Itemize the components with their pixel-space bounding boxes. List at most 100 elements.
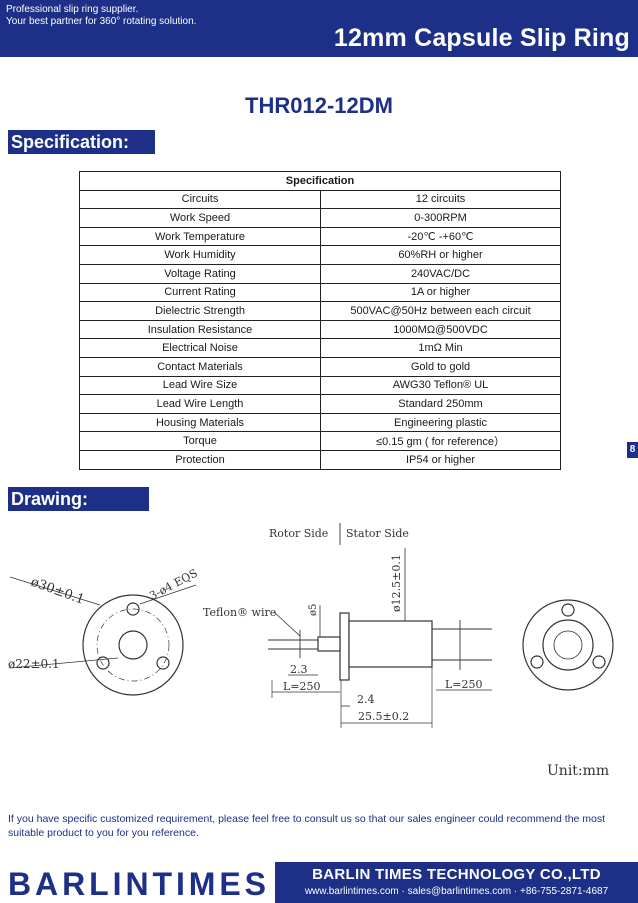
label-rotor-side: Rotor Side [269,527,328,540]
rear-hole-right [592,655,606,669]
spec-param: Lead Wire Size [79,375,321,396]
tagline-line-2: Your best partner for 360° rotating solu… [6,16,197,27]
spec-value: 500VAC@50Hz between each circuit [320,301,561,321]
spec-param: Torque [79,431,321,451]
rear-outer-circle [522,599,614,691]
spec-value: ≤0.15 gm ( for reference） [320,431,561,451]
spec-value: AWG30 Teflon® UL [320,375,561,396]
company-name: BARLIN TIMES TECHNOLOGY CO.,LTD [312,866,601,883]
model-number: THR012-12DM [245,93,393,118]
spec-value: 1000MΩ@500VDC [320,319,561,340]
rear-hole-left [530,655,544,669]
spec-value: 1mΩ Min [320,338,561,358]
spec-param: Protection [79,449,321,470]
mount-hole-right [156,656,170,670]
label-teflon-wire: Teflon® wire [203,606,276,619]
label-25-5: 25.5±0.2 [358,710,409,723]
label-d30: ø30±0.1 [29,575,87,608]
company-box: BARLIN TIMES TECHNOLOGY CO.,LTD www.barl… [275,862,638,903]
spec-value: Engineering plastic [320,412,561,433]
mount-hole-left [96,656,110,670]
spec-value: 1A or higher [320,282,561,303]
side-view [268,523,492,728]
spec-param: Lead Wire Length [79,394,321,414]
spec-table-header-row: Specification [79,171,561,191]
label-d5: ø5 [308,604,319,616]
page-title: 12mm Capsule Slip Ring [333,24,630,52]
spec-value: -20℃ -+60℃ [320,226,561,247]
page-number-tab: 8 [627,442,638,458]
label-2-4: 2.4 [357,693,375,706]
bolt-circle [96,608,170,682]
label-stator-side: Stator Side [346,527,409,540]
drawing-heading: Drawing: [8,487,149,511]
label-2-3: 2.3 [290,663,308,676]
spec-param: Circuits [79,189,321,210]
flange-center-circle [118,630,148,660]
header-band: Professional slip ring supplier. Your be… [0,0,638,57]
label-l250-left: L=250 [283,680,321,693]
rear-body-circle [542,619,594,671]
stator-body [348,620,433,668]
rear-inner-circle [553,630,583,660]
rear-view [522,599,614,691]
leader-d22 [9,657,119,669]
tagline-line-1: Professional slip ring supplier. [6,4,139,15]
spec-value: 12 circuits [320,189,561,210]
spec-value: Gold to gold [320,356,561,377]
spec-value: IP54 or higher [320,449,561,470]
spec-param: Housing Materials [79,412,321,433]
company-logo: BARLINTIMES [8,866,266,901]
spec-param: Insulation Resistance [79,319,321,340]
front-view-flange [9,576,197,696]
specification-heading: Specification: [8,130,155,154]
spec-value: 240VAC/DC [320,263,561,284]
leader-teflon-wire [273,611,301,637]
logo-wordmark: BARLINTIMES [8,866,266,901]
side-flange [339,612,350,681]
spec-value: Standard 250mm [320,394,561,414]
spec-param: Work Humidity [79,245,321,265]
spec-param: Work Temperature [79,226,321,247]
spec-param: Electrical Noise [79,338,321,358]
spec-row: Work Temperature-20℃ -+60℃ [79,226,561,247]
label-holes: 3-ø4 EQS [147,567,199,603]
spec-value: 60%RH or higher [320,245,561,265]
customization-note: If you have specific customized requirem… [8,813,606,839]
spec-param: Voltage Rating [79,263,321,284]
rotor-shaft [317,636,341,652]
spec-param: Contact Materials [79,356,321,377]
mount-hole-top [126,602,140,616]
spec-table-header: Specification [79,171,561,191]
company-contacts: www.barlintimes.com · sales@barlintimes.… [304,886,609,897]
label-d12-5: ø12.5±0.1 [390,554,403,612]
spec-value: 0-300RPM [320,208,561,228]
label-l250-right: L=250 [445,678,483,691]
spec-row: Torque≤0.15 gm ( for reference） [79,431,561,451]
label-unit: Unit:mm [547,763,609,779]
flange-outer-circle [82,594,184,696]
label-d22: ø22±0.1 [8,657,60,671]
rear-hole-top [561,603,575,617]
leader-d30 [9,576,101,606]
technical-drawing: ø30±0.1 3-ø4 EQS ø22±0.1 Rotor Side Stat… [8,523,614,779]
spec-param: Current Rating [79,282,321,303]
leader-holes [139,584,197,605]
spec-param: Work Speed [79,208,321,228]
spec-param: Dielectric Strength [79,301,321,321]
